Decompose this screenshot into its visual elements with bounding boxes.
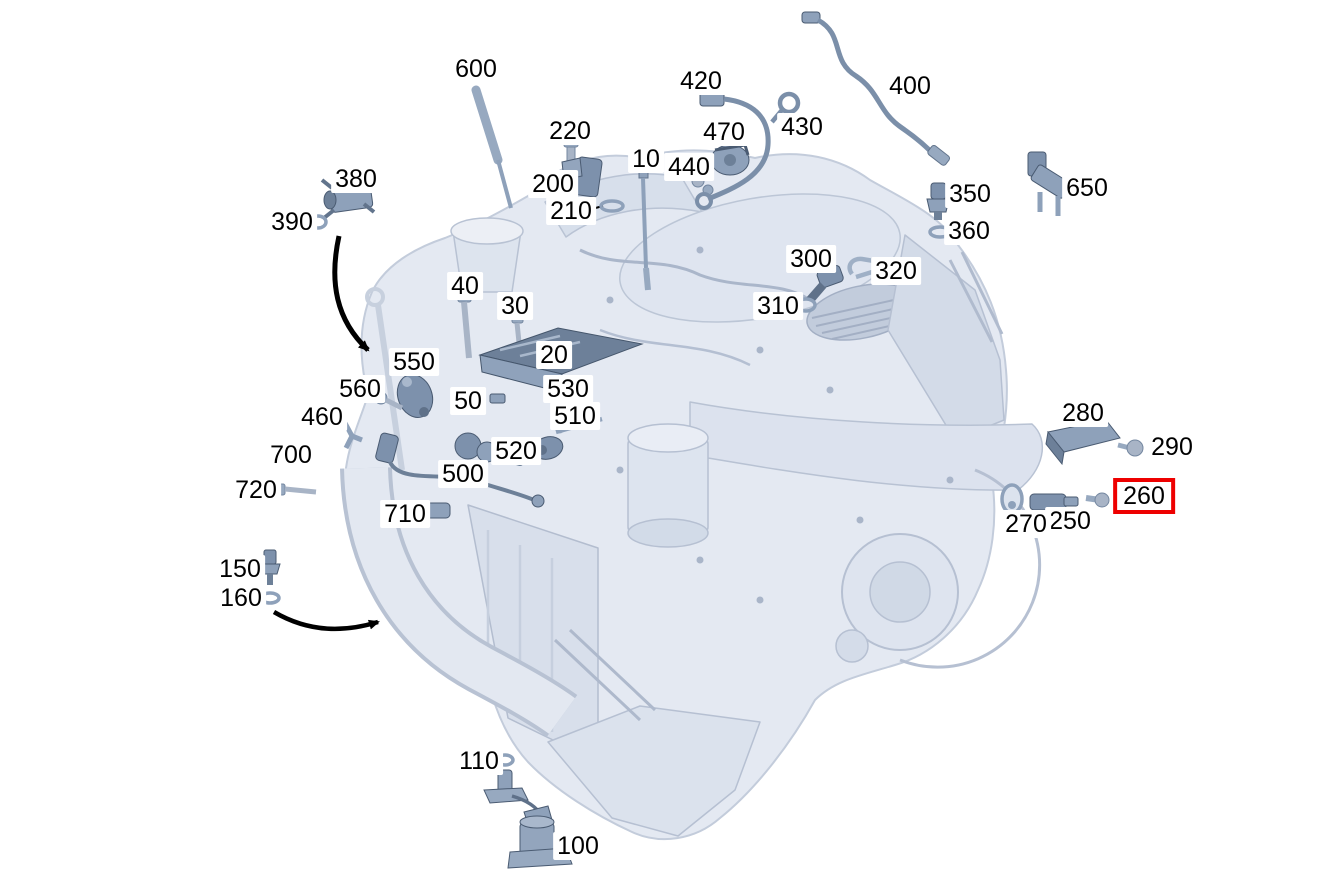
callout-40[interactable]: 40 bbox=[447, 272, 483, 300]
callout-470[interactable]: 470 bbox=[699, 118, 749, 146]
callout-460[interactable]: 460 bbox=[297, 403, 347, 431]
engine-body bbox=[340, 149, 1044, 841]
part-100-pump-icon bbox=[483, 769, 573, 869]
callout-390[interactable]: 390 bbox=[267, 208, 317, 236]
callout-290[interactable]: 290 bbox=[1147, 433, 1197, 461]
callout-350[interactable]: 350 bbox=[945, 180, 995, 208]
callout-250[interactable]: 250 bbox=[1045, 507, 1095, 535]
part-430-clip-icon bbox=[770, 91, 801, 124]
callout-200[interactable]: 200 bbox=[528, 170, 578, 198]
callout-150[interactable]: 150 bbox=[215, 555, 265, 583]
callout-600[interactable]: 600 bbox=[451, 55, 501, 83]
callout-260[interactable]: 260 bbox=[1113, 478, 1175, 514]
callout-270[interactable]: 270 bbox=[1001, 510, 1051, 538]
callout-650[interactable]: 650 bbox=[1062, 174, 1112, 202]
part-380-sensor-icon bbox=[320, 174, 376, 220]
part-250-sensor-icon bbox=[1029, 492, 1110, 511]
callout-300[interactable]: 300 bbox=[786, 245, 836, 273]
callout-320[interactable]: 320 bbox=[871, 257, 921, 285]
callout-560[interactable]: 560 bbox=[335, 375, 385, 403]
callout-720[interactable]: 720 bbox=[231, 476, 281, 504]
part-600-glow-plug-icon bbox=[471, 85, 513, 209]
callout-430[interactable]: 430 bbox=[777, 113, 827, 141]
callout-440[interactable]: 440 bbox=[664, 153, 714, 181]
callout-210[interactable]: 210 bbox=[546, 197, 596, 225]
part-650-sensor-icon bbox=[1027, 151, 1072, 216]
pointer-arrow-390-to-engine bbox=[332, 235, 370, 352]
callout-50[interactable]: 50 bbox=[450, 387, 486, 415]
callout-280[interactable]: 280 bbox=[1058, 399, 1108, 427]
callout-20[interactable]: 20 bbox=[536, 341, 572, 369]
part-280-bracket-icon bbox=[1045, 419, 1121, 466]
callout-10[interactable]: 10 bbox=[628, 145, 664, 173]
callout-520[interactable]: 520 bbox=[491, 437, 541, 465]
callout-160[interactable]: 160 bbox=[216, 584, 266, 612]
callout-500[interactable]: 500 bbox=[438, 460, 488, 488]
callout-530[interactable]: 530 bbox=[543, 375, 593, 403]
part-460-bracket-icon bbox=[342, 421, 363, 450]
part-400-cable-icon bbox=[801, 11, 951, 166]
callout-220[interactable]: 220 bbox=[545, 117, 595, 145]
callout-400[interactable]: 400 bbox=[885, 72, 935, 100]
part-550-sensor-icon bbox=[396, 374, 434, 418]
callout-100[interactable]: 100 bbox=[553, 832, 603, 860]
pointer-arrows bbox=[272, 235, 380, 632]
callout-380[interactable]: 380 bbox=[331, 165, 381, 193]
callout-110[interactable]: 110 bbox=[455, 747, 503, 775]
part-50-clip-icon bbox=[489, 393, 506, 404]
callout-420[interactable]: 420 bbox=[676, 67, 726, 95]
callout-310[interactable]: 310 bbox=[753, 292, 803, 320]
part-320-clip-icon bbox=[847, 256, 875, 280]
callout-700[interactable]: 700 bbox=[266, 441, 316, 469]
pointer-arrow-160-to-engine bbox=[272, 610, 380, 632]
part-glyphs bbox=[259, 11, 1144, 869]
callout-710[interactable]: 710 bbox=[380, 500, 430, 528]
callout-550[interactable]: 550 bbox=[389, 348, 439, 376]
callout-360[interactable]: 360 bbox=[944, 217, 994, 245]
callout-510[interactable]: 510 bbox=[550, 402, 600, 430]
part-290-bolt-icon bbox=[1117, 439, 1144, 457]
callout-30[interactable]: 30 bbox=[497, 292, 533, 320]
